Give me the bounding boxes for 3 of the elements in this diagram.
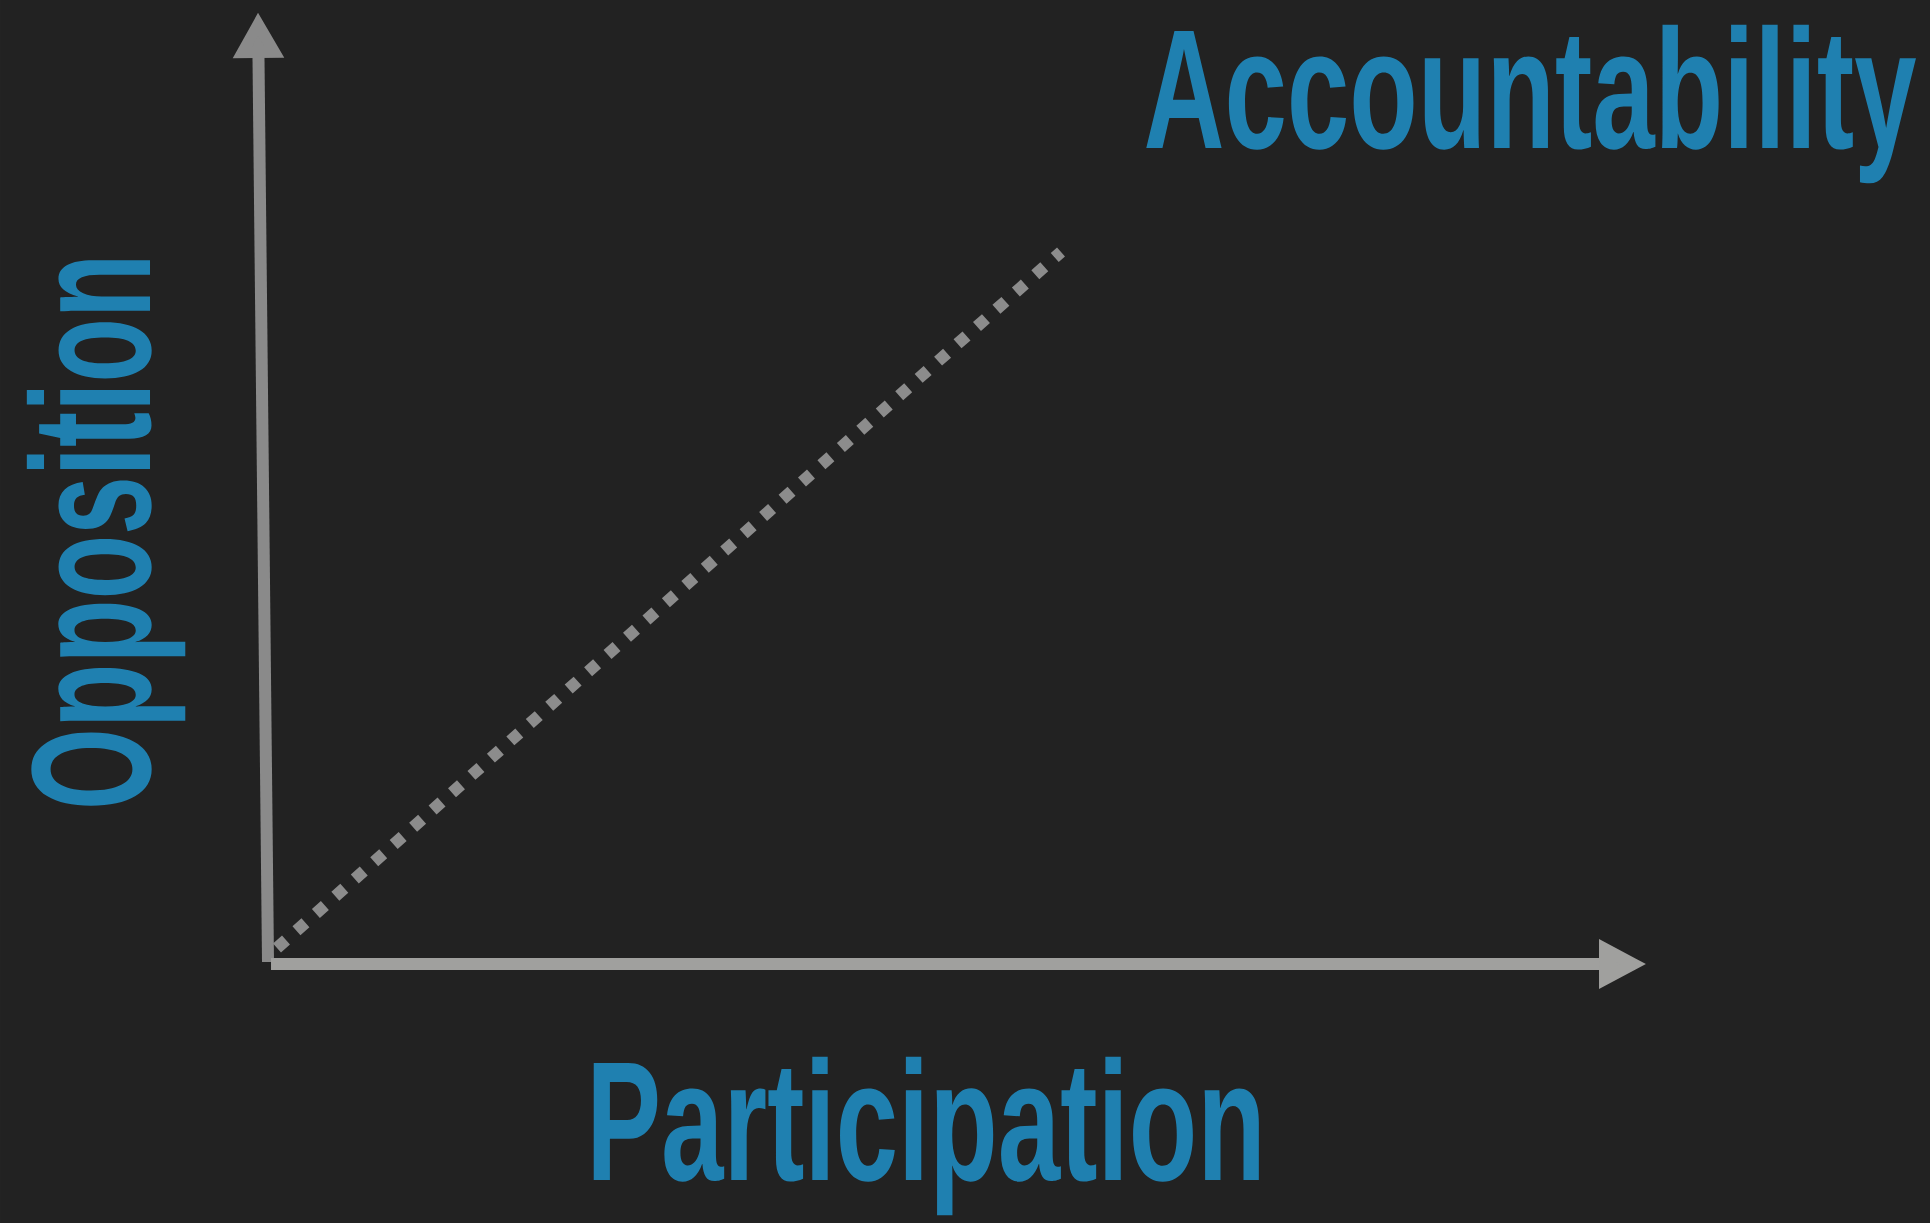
axis-label: Participation [593, 1056, 1259, 1216]
axis-label: Opposition [26, 260, 186, 806]
axis-label: Accountability [1146, 24, 1916, 184]
